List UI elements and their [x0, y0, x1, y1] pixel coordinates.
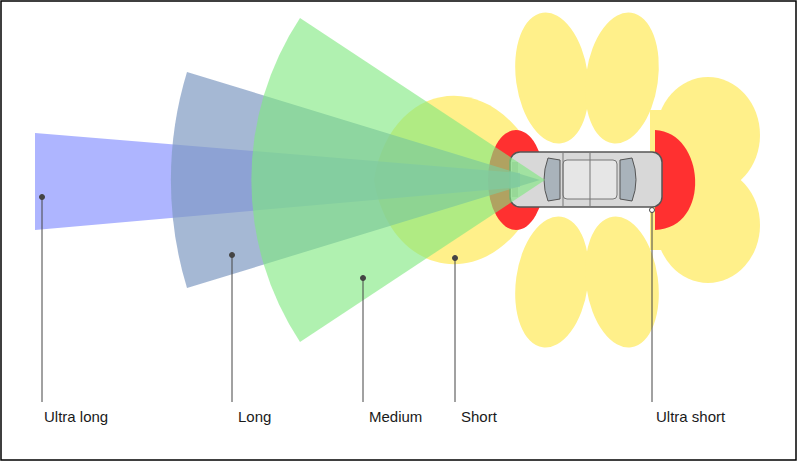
range-label: Long	[238, 408, 271, 426]
leader-line	[652, 210, 653, 402]
leader-dot	[361, 276, 366, 281]
leader-dot	[453, 256, 458, 261]
leader-lines	[40, 195, 655, 403]
leader-dot	[230, 253, 235, 258]
leader-line	[42, 197, 43, 402]
leader-dot	[40, 195, 45, 200]
range-label: Ultra short	[656, 408, 725, 426]
leader-dot	[650, 208, 655, 213]
leader-line	[363, 278, 364, 402]
range-label: Medium	[369, 408, 422, 426]
range-label: Ultra long	[44, 408, 108, 426]
side-lobe	[507, 212, 597, 353]
side-lobe	[507, 8, 597, 149]
leader-line	[232, 255, 233, 402]
beams	[35, 18, 545, 342]
door-line	[590, 152, 591, 207]
leader-line	[455, 258, 456, 402]
range-label: Short	[461, 408, 497, 426]
windshield	[544, 158, 560, 201]
medium-beam	[251, 18, 545, 342]
door-line	[563, 152, 564, 207]
rear-window	[620, 158, 636, 201]
